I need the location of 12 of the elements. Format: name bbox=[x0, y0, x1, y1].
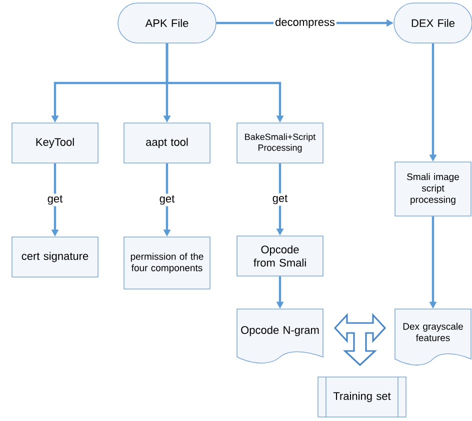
predefined-process-box: Training set bbox=[318, 376, 406, 418]
edge-label: decompress bbox=[276, 18, 335, 28]
process-box: permission of the four components bbox=[124, 236, 210, 290]
process-box: cert signature bbox=[12, 236, 98, 278]
process-box: KeyTool bbox=[12, 122, 98, 164]
process-box: aapt tool bbox=[124, 122, 210, 164]
edge-label: get bbox=[272, 194, 288, 204]
process-box: Opcode from Smali bbox=[236, 236, 324, 276]
edge-label: get bbox=[48, 195, 63, 205]
process-box: BakeSmali+Script Processing bbox=[236, 122, 324, 164]
edge-label: get bbox=[160, 195, 175, 205]
process-box: Smali image script processing bbox=[394, 162, 472, 216]
